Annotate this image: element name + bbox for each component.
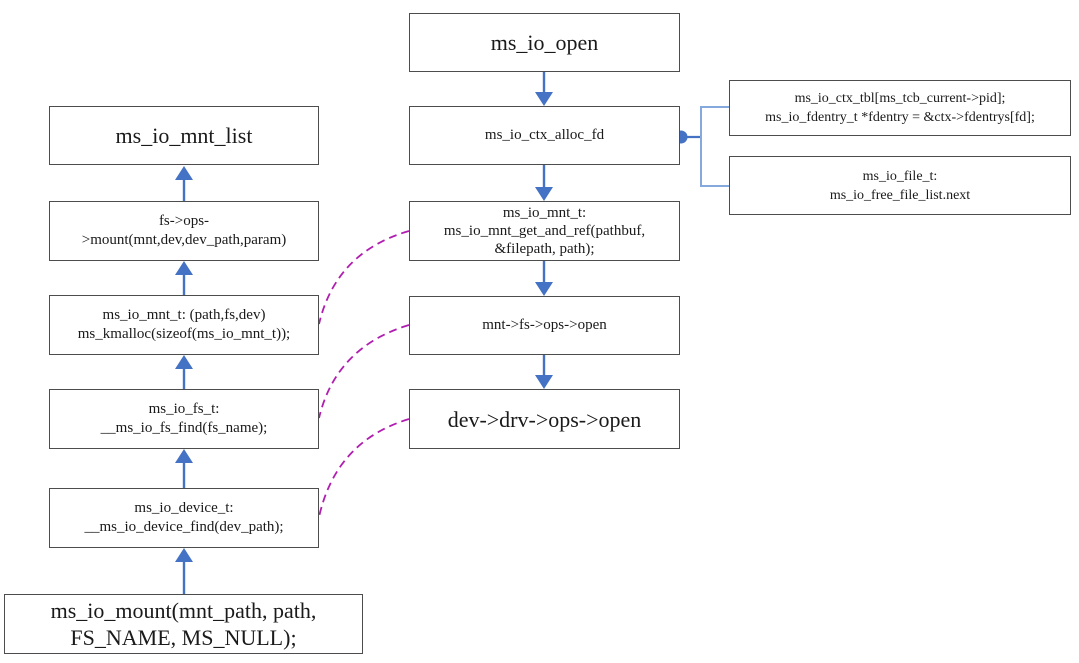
node-label: >mount(mnt,dev,dev_path,param) (81, 232, 287, 248)
dashed-link-fs-open-to-fs-find (318, 324, 410, 419)
node-ms-io-mnt-get-and-ref: ms_io_mnt_t: ms_io_mnt_get_and_ref(pathb… (409, 201, 680, 261)
node-label: mnt->fs->ops->open (482, 317, 607, 333)
node-label: ms_io_ctx_alloc_fd (484, 127, 605, 143)
bracket-connector (700, 106, 729, 187)
node-ms-io-mount: ms_io_mount(mnt_path, path, FS_NAME, MS_… (4, 594, 363, 654)
node-mnt-fs-ops-open: mnt->fs->ops->open (409, 296, 680, 355)
node-label: __ms_io_fs_find(fs_name); (100, 420, 268, 436)
node-ms-io-open: ms_io_open (409, 13, 680, 72)
node-label: ms_io_mount(mnt_path, path, (50, 598, 317, 623)
node-label: ms_io_fdentry_t *fdentry = &ctx->fdentry… (765, 110, 1035, 125)
node-ms-io-fs-find: ms_io_fs_t: __ms_io_fs_find(fs_name); (49, 389, 319, 449)
node-dev-drv-ops-open: dev->drv->ops->open (409, 389, 680, 449)
arrow-up-mount-to-dev-find (175, 548, 193, 594)
node-label: ms_io_device_t: (134, 500, 234, 516)
node-label: ms_io_fs_t: (148, 401, 220, 417)
node-label: ms_io_mnt_get_and_ref(pathbuf, (443, 223, 646, 239)
node-ms-io-mnt-alloc: ms_io_mnt_t: (path,fs,dev) ms_kmalloc(si… (49, 295, 319, 355)
arrow-up-fs-mount-to-mnt-list (175, 166, 193, 201)
node-ms-io-ctx-tbl: ms_io_ctx_tbl[ms_tcb_current->pid]; ms_i… (729, 80, 1071, 136)
arrow-up-mnt-alloc-to-fs-mount (175, 261, 193, 295)
node-label: fs->ops- (158, 213, 210, 229)
node-label: ms_io_mnt_t: (path,fs,dev) (102, 307, 266, 323)
node-label: ms_kmalloc(sizeof(ms_io_mnt_t)); (77, 326, 291, 342)
node-ms-io-ctx-alloc-fd: ms_io_ctx_alloc_fd (409, 106, 680, 165)
arrow-down-open-to-ctx-alloc (535, 72, 553, 106)
node-label: &filepath, path); (494, 241, 595, 257)
node-ms-io-mnt-list: ms_io_mnt_list (49, 106, 319, 165)
dashed-link-mnt-get-to-mnt-alloc (318, 230, 410, 325)
arrow-down-fs-open-to-dev-open (535, 355, 553, 389)
arrow-up-dev-find-to-fs-find (175, 449, 193, 488)
arrow-down-mnt-get-to-fs-open (535, 261, 553, 296)
node-label: ms_io_open (490, 30, 599, 55)
node-label: dev->drv->ops->open (447, 406, 642, 432)
node-ms-io-device-find: ms_io_device_t: __ms_io_device_find(dev_… (49, 488, 319, 548)
node-label: ms_io_mnt_t: (502, 205, 587, 221)
node-label: ms_io_file_t: (862, 168, 938, 184)
node-fs-ops-mount: fs->ops- >mount(mnt,dev,dev_path,param) (49, 201, 319, 261)
node-label: FS_NAME, MS_NULL); (70, 625, 297, 650)
node-label: ms_io_mnt_list (115, 123, 253, 148)
node-label: ms_io_free_file_list.next (829, 187, 971, 203)
node-ms-io-file-t: ms_io_file_t: ms_io_free_file_list.next (729, 156, 1071, 215)
node-label: ms_io_ctx_tbl[ms_tcb_current->pid]; (794, 91, 1006, 106)
dashed-link-dev-open-to-dev-find (318, 418, 410, 518)
arrow-down-ctx-alloc-to-mnt-get (535, 165, 553, 201)
arrow-up-fs-find-to-mnt-alloc (175, 355, 193, 389)
node-label: __ms_io_device_find(dev_path); (84, 519, 284, 535)
